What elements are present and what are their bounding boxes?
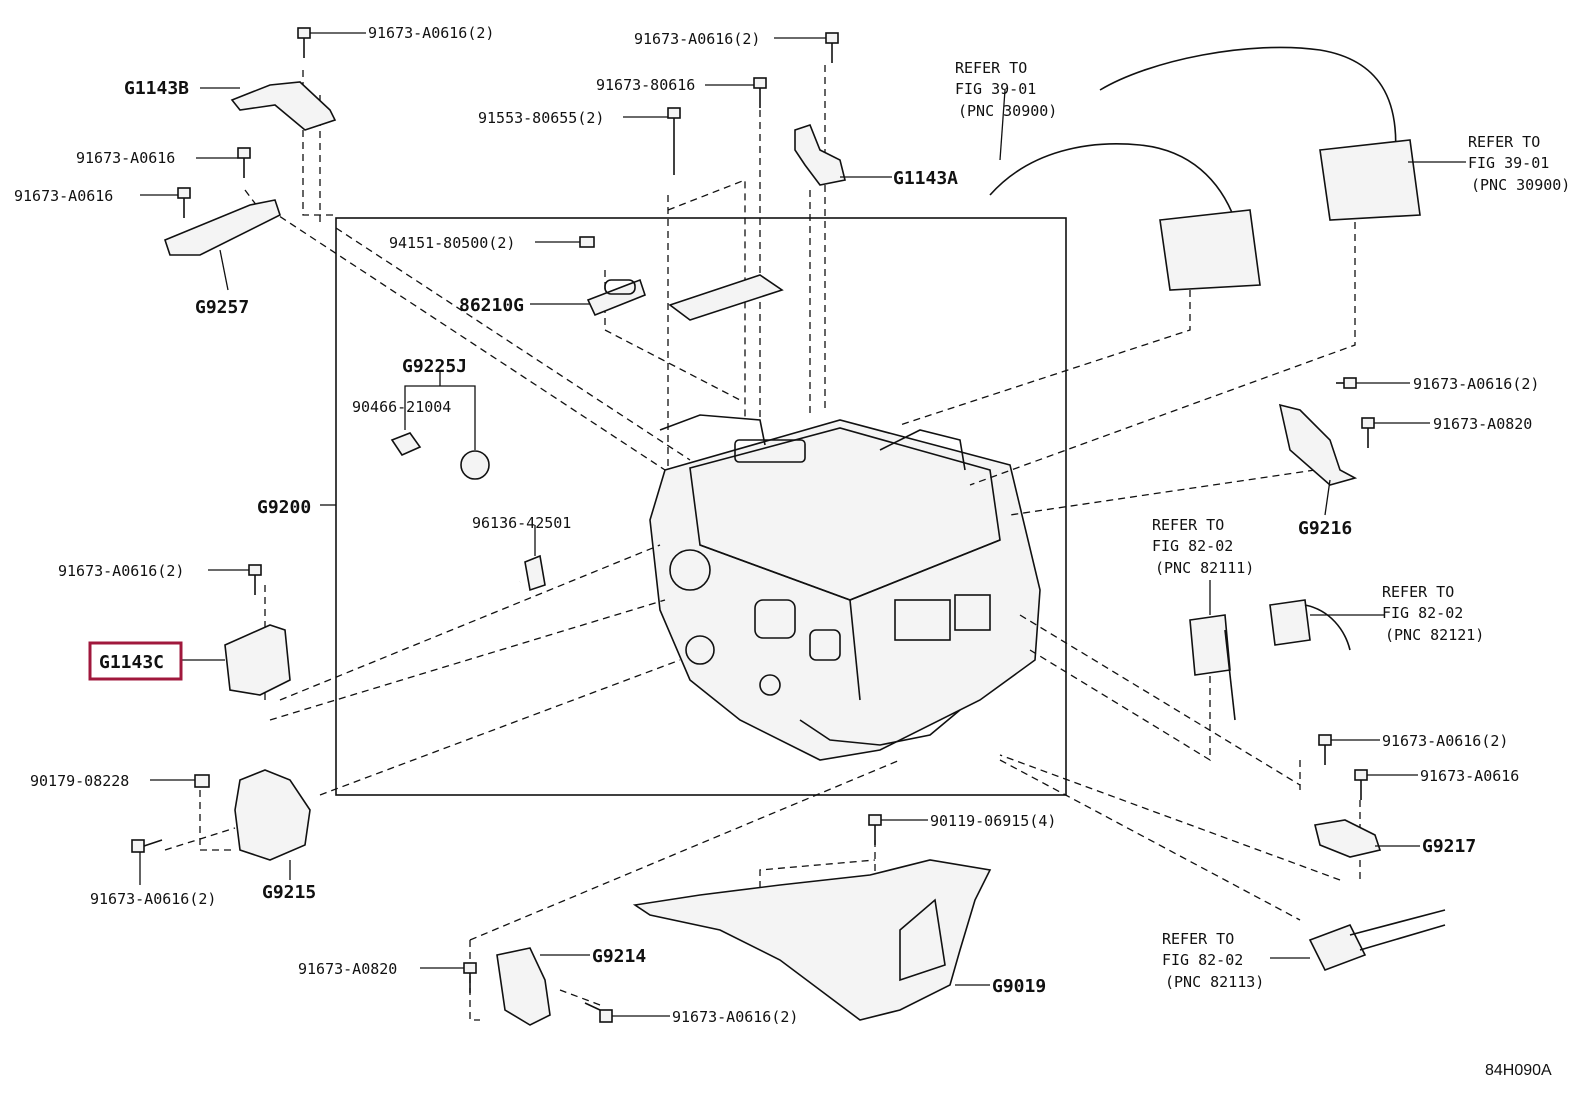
- label-g9019[interactable]: G9019: [992, 976, 1046, 997]
- bracket-g9214[interactable]: [496, 947, 551, 1026]
- label-g1143b[interactable]: G1143B: [124, 78, 189, 99]
- label-g9225j[interactable]: G9225J: [402, 356, 467, 377]
- label-f8[interactable]: 90466-21004: [352, 398, 451, 416]
- refer-r4-line2[interactable]: FIG 82-02: [1382, 604, 1463, 622]
- label-86210g[interactable]: 86210G: [459, 295, 524, 316]
- label-f13[interactable]: 91673-A0616(2): [1382, 732, 1508, 750]
- connector-pnc82111[interactable]: [1189, 614, 1236, 721]
- label-f9[interactable]: 96136-42501: [472, 514, 571, 532]
- label-g9216[interactable]: G9216: [1298, 518, 1352, 539]
- label-f4[interactable]: 91553-80655(2): [478, 109, 604, 127]
- label-g9217[interactable]: G9217: [1422, 836, 1476, 857]
- refer-r1-line3[interactable]: (PNC 30900): [958, 102, 1057, 120]
- bracket-g1143b[interactable]: [230, 81, 337, 131]
- label-f6[interactable]: 91673-A0616: [14, 187, 113, 205]
- inverter-assembly[interactable]: [649, 414, 1041, 761]
- connector-pnc82113[interactable]: [1308, 909, 1446, 972]
- label-g9257[interactable]: G9257: [195, 297, 249, 318]
- refer-r5-line2[interactable]: FIG 82-02: [1162, 951, 1243, 969]
- label-f3[interactable]: 91673-80616: [596, 76, 695, 94]
- bracket-g1143c[interactable]: [224, 624, 291, 696]
- connector-pnc82121[interactable]: [1269, 599, 1351, 651]
- label-g1143c[interactable]: G1143C: [99, 652, 164, 673]
- label-f2[interactable]: 91673-A0616(2): [634, 30, 760, 48]
- label-g9214[interactable]: G9214: [592, 946, 646, 967]
- refer-r2-line1[interactable]: REFER TO: [1468, 133, 1540, 151]
- diagram-code: 84H090A: [1485, 1062, 1552, 1079]
- label-f16[interactable]: 91673-A0616(2): [90, 890, 216, 908]
- bracket-g9217[interactable]: [1314, 819, 1382, 858]
- refer-r3-line3[interactable]: (PNC 82111): [1155, 559, 1254, 577]
- highlight-box: [88, 641, 183, 681]
- label-f5[interactable]: 91673-A0616: [76, 149, 175, 167]
- plate-86210g[interactable]: [668, 274, 784, 321]
- label-f7[interactable]: 94151-80500(2): [389, 234, 515, 252]
- bracket-g9216[interactable]: [1278, 403, 1358, 486]
- label-f14[interactable]: 91673-A0616: [1420, 767, 1519, 785]
- label-g9215[interactable]: G9215: [262, 882, 316, 903]
- refer-r4-line1[interactable]: REFER TO: [1382, 583, 1454, 601]
- label-g1143a[interactable]: G1143A: [893, 168, 958, 189]
- dashed-guides: [164, 65, 1361, 1021]
- label-f15[interactable]: 90179-08228: [30, 772, 129, 790]
- clip-96136[interactable]: [524, 554, 546, 592]
- leader-lines: [139, 32, 1466, 1017]
- bracket-g1143a[interactable]: [794, 124, 846, 186]
- refer-r3-line1[interactable]: REFER TO: [1152, 516, 1224, 534]
- cable-pnc30900-b[interactable]: [1099, 46, 1421, 221]
- refer-r4-line3[interactable]: (PNC 82121): [1385, 626, 1484, 644]
- hose-g9225j[interactable]: [390, 432, 522, 596]
- refer-r5-line1[interactable]: REFER TO: [1162, 930, 1234, 948]
- label-f10[interactable]: 91673-A0616(2): [58, 562, 184, 580]
- refer-r2-line3[interactable]: (PNC 30900): [1471, 176, 1570, 194]
- cable-pnc30900-a[interactable]: [989, 143, 1261, 291]
- label-f19[interactable]: 91673-A0616(2): [672, 1008, 798, 1026]
- bracket-g9215[interactable]: [234, 769, 311, 861]
- label-f12[interactable]: 91673-A0820: [1433, 415, 1532, 433]
- label-f18[interactable]: 91673-A0820: [298, 960, 397, 978]
- bolts: [131, 27, 1375, 1023]
- bracket-g9257[interactable]: [164, 199, 281, 256]
- refer-r5-line3[interactable]: (PNC 82113): [1165, 973, 1264, 991]
- refer-r1-line1[interactable]: REFER TO: [955, 59, 1027, 77]
- label-g9200[interactable]: G9200: [257, 497, 311, 518]
- refer-r2-line2[interactable]: FIG 39-01: [1468, 154, 1549, 172]
- assembly-box: [335, 217, 1067, 796]
- refer-r3-line2[interactable]: FIG 82-02: [1152, 537, 1233, 555]
- label-f1[interactable]: 91673-A0616(2): [368, 24, 494, 42]
- refer-r1-line2[interactable]: FIG 39-01: [955, 80, 1036, 98]
- label-f11[interactable]: 91673-A0616(2): [1413, 375, 1539, 393]
- undercover-g9019[interactable]: [632, 859, 992, 1021]
- label-f17[interactable]: 90119-06915(4): [930, 812, 1056, 830]
- fuse-86210g[interactable]: [586, 278, 646, 317]
